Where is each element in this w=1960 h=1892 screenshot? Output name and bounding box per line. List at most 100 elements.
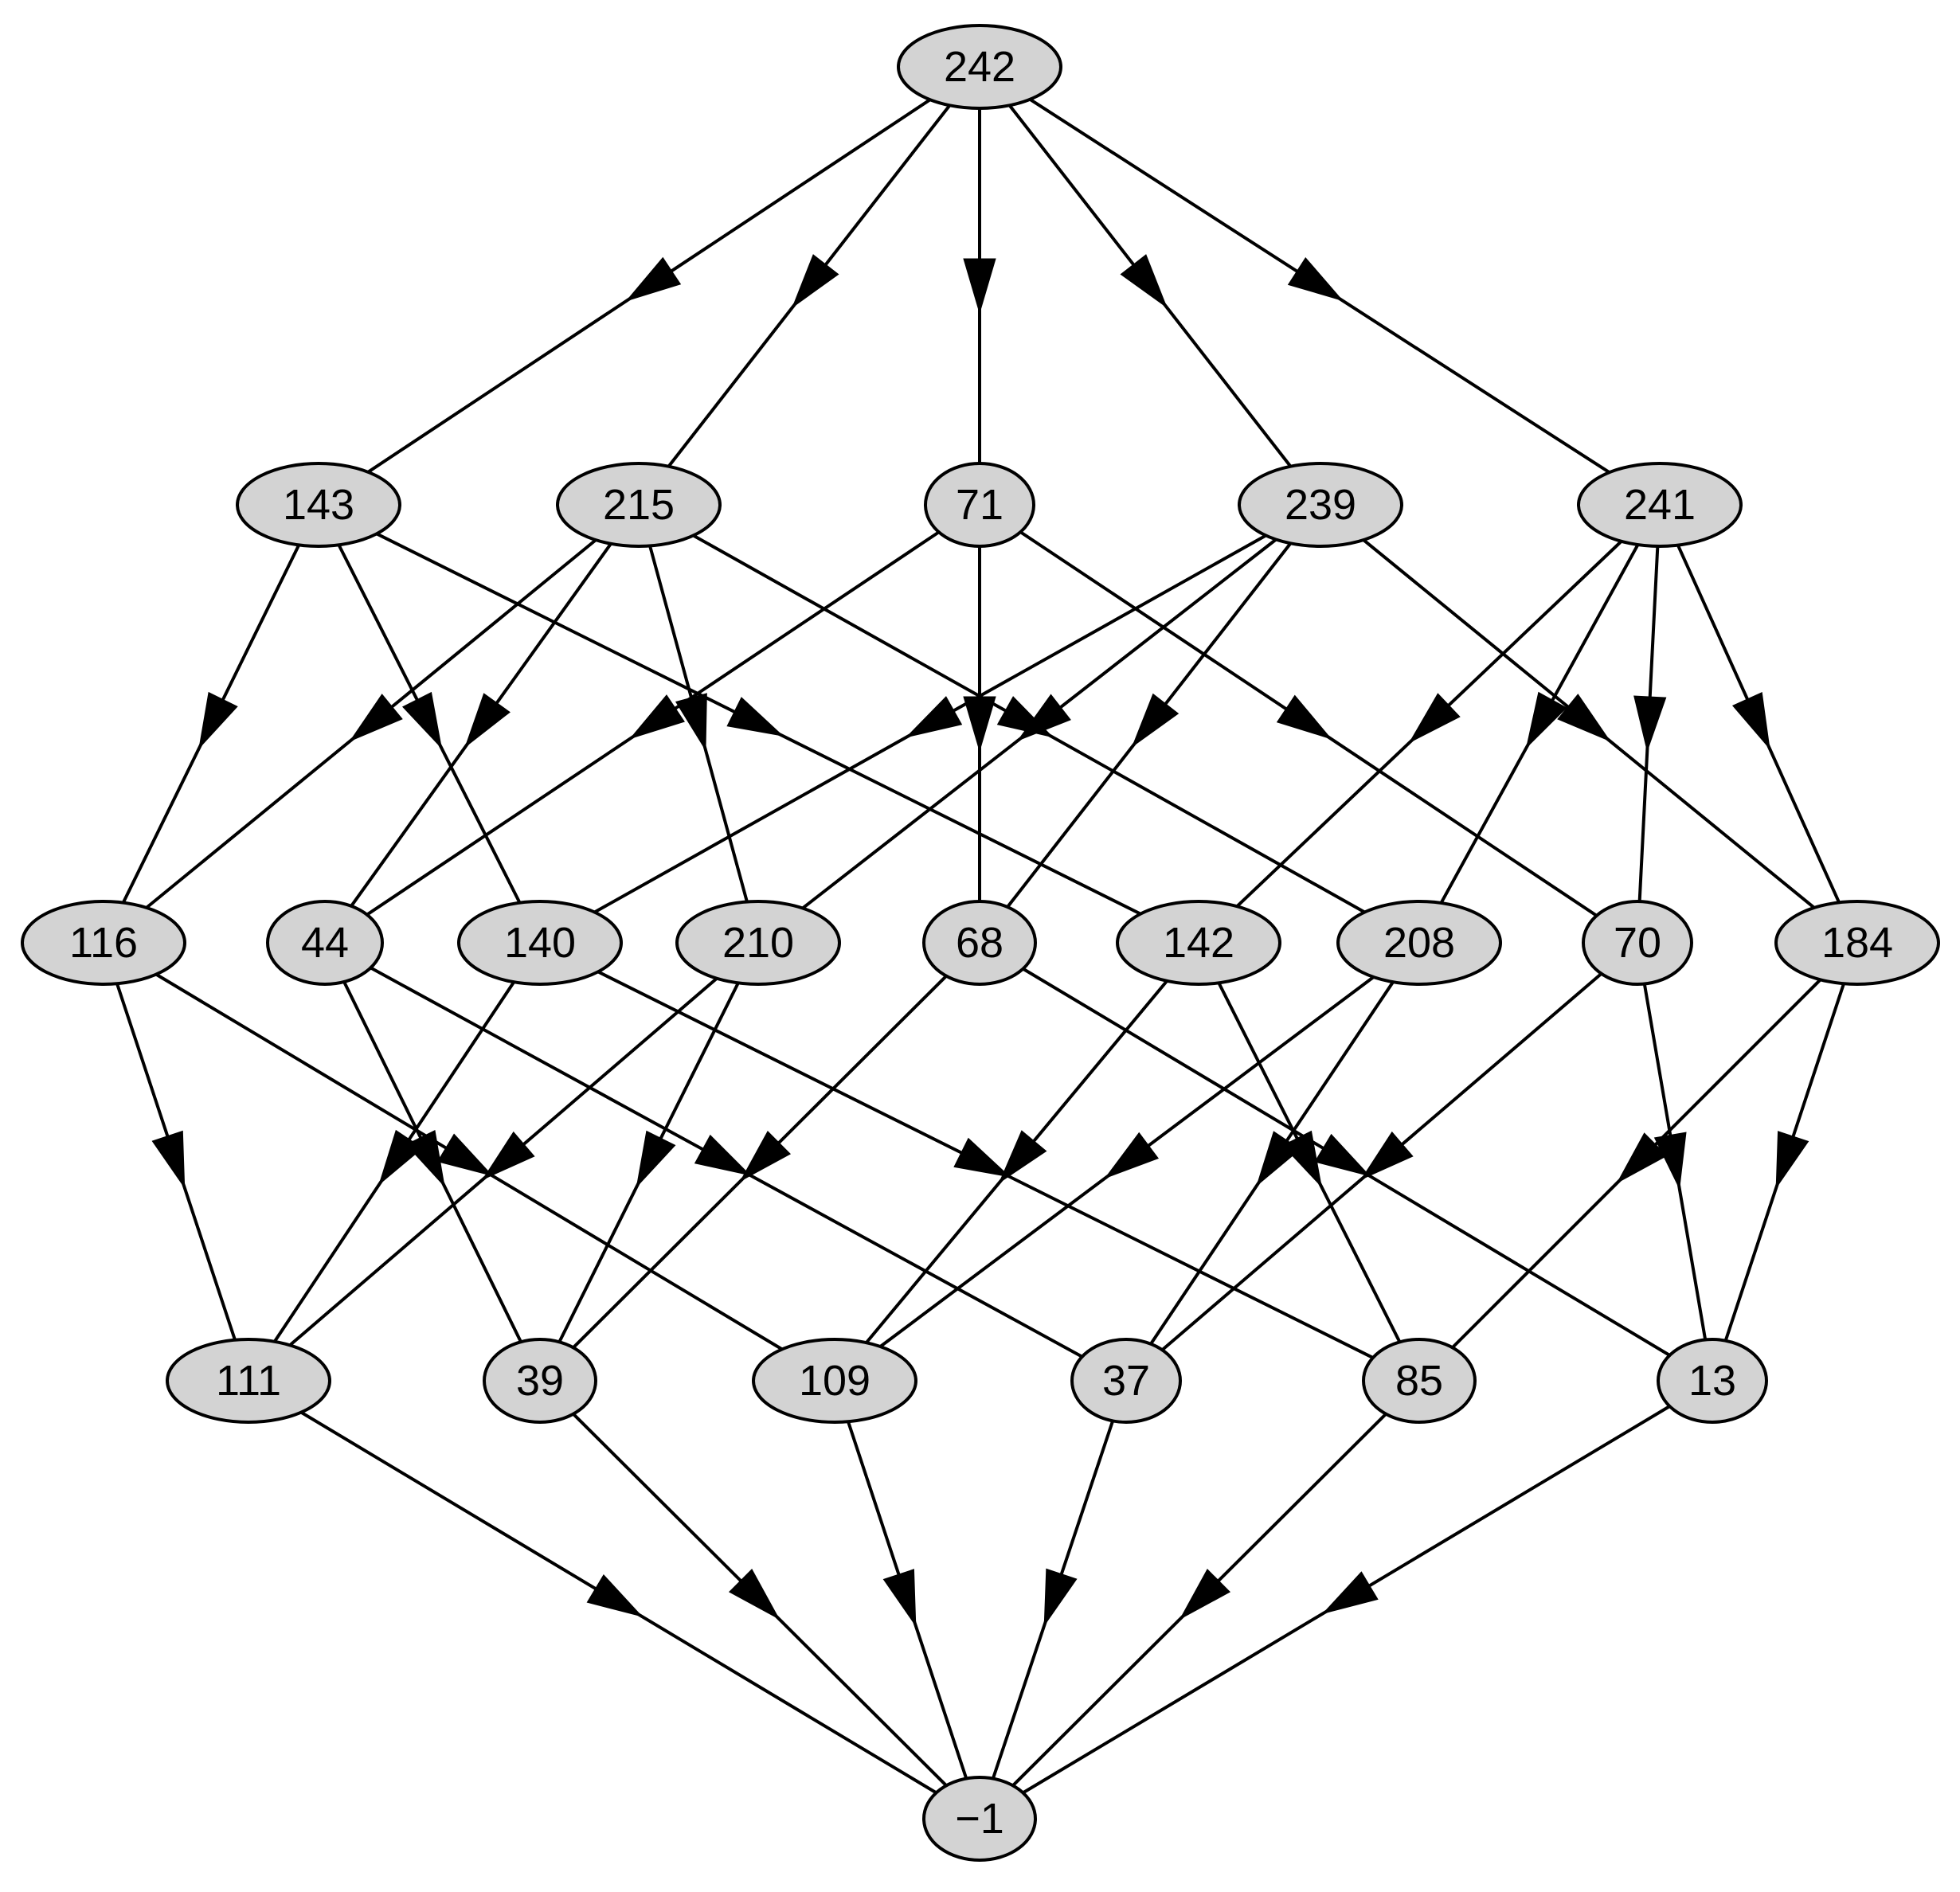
- node-ellipse: [483, 1338, 597, 1424]
- arrowhead: [1359, 1131, 1414, 1181]
- edges-layer: [115, 98, 1845, 1795]
- edge-70-13: [1642, 983, 1708, 1340]
- edge-242-239: [1008, 104, 1292, 467]
- node-label: 210: [722, 919, 794, 967]
- node-label: 215: [603, 481, 675, 529]
- node-ellipse: [1070, 1338, 1182, 1424]
- node-label: 85: [1395, 1357, 1443, 1405]
- arrowhead: [1179, 1569, 1231, 1620]
- edge-215-208: [692, 534, 1366, 914]
- node-ellipse: [166, 1338, 331, 1424]
- node-label: 208: [1383, 919, 1455, 967]
- edge-116-109: [155, 972, 783, 1351]
- node-label: 71: [956, 481, 1003, 529]
- arrowhead: [1287, 256, 1344, 302]
- edge-116-111: [115, 983, 237, 1341]
- node-208: 208: [1336, 900, 1502, 986]
- edge-184-85: [1451, 978, 1822, 1349]
- edge-242-71: [963, 108, 996, 463]
- edge-39-m1: [572, 1413, 948, 1787]
- arrowhead: [405, 1130, 445, 1188]
- edge-71-70: [1019, 530, 1598, 917]
- arrowhead: [792, 254, 839, 309]
- node-ellipse: [675, 900, 841, 986]
- edge-13-m1: [1022, 1405, 1671, 1795]
- node-ellipse: [1582, 900, 1693, 986]
- arrowhead: [998, 1130, 1047, 1184]
- node-label: 116: [69, 919, 138, 967]
- node-ellipse: [1577, 462, 1743, 548]
- node-ellipse: [922, 900, 1037, 986]
- arrowhead: [905, 696, 963, 738]
- arrowhead: [349, 694, 403, 742]
- edge-109-m1: [847, 1421, 968, 1780]
- arrowhead: [1256, 1131, 1301, 1187]
- node-ellipse: [1657, 1338, 1768, 1424]
- arrowhead: [636, 1130, 676, 1188]
- edge-210-111: [288, 977, 718, 1347]
- node-215: 215: [556, 462, 722, 548]
- arrowhead: [1314, 1133, 1371, 1177]
- node-ellipse: [1774, 900, 1940, 986]
- edge-143-140: [337, 544, 522, 904]
- edge-142-109: [865, 979, 1168, 1344]
- node-116: 116: [21, 900, 186, 986]
- node-label: 142: [1163, 919, 1234, 967]
- node-241: 241: [1577, 462, 1743, 548]
- arrowhead: [1276, 694, 1332, 740]
- edge-239-210: [801, 538, 1277, 910]
- edge-242-215: [667, 104, 951, 467]
- arrowhead: [728, 1569, 780, 1620]
- node-242: 242: [897, 24, 1062, 110]
- arrowhead: [1731, 692, 1770, 750]
- node-143: 143: [236, 462, 401, 548]
- node-label: 68: [956, 919, 1003, 967]
- arrowhead: [401, 691, 443, 749]
- arrowhead: [1633, 695, 1667, 752]
- node-ellipse: [1116, 900, 1281, 986]
- node-ellipse: [556, 462, 722, 548]
- node-ellipse: [266, 900, 384, 986]
- edge-70-37: [1160, 972, 1603, 1351]
- edge-140-111: [273, 981, 515, 1343]
- arrowhead: [882, 1569, 917, 1628]
- edge-68-13: [1022, 967, 1671, 1357]
- edge-241-70: [1633, 545, 1667, 902]
- edge-215-44: [350, 542, 612, 907]
- node-m1: −1: [922, 1776, 1037, 1862]
- arrowhead: [1616, 1132, 1668, 1184]
- edge-208-37: [1149, 981, 1395, 1345]
- edge-239-140: [593, 534, 1267, 914]
- node-71: 71: [924, 462, 1035, 548]
- node-label: 109: [799, 1357, 870, 1405]
- arrowhead: [953, 1137, 1011, 1178]
- edge-241-184: [1676, 544, 1841, 904]
- node-39: 39: [483, 1338, 597, 1424]
- edge-85-m1: [1011, 1413, 1387, 1787]
- node-label: −1: [955, 1795, 1004, 1843]
- arrowhead: [436, 1133, 494, 1177]
- node-ellipse: [1238, 462, 1403, 548]
- edge-210-39: [557, 982, 740, 1343]
- node-label: 143: [283, 481, 354, 529]
- node-ellipse: [236, 462, 401, 548]
- node-ellipse: [922, 1776, 1037, 1862]
- arrowhead: [586, 1574, 644, 1617]
- edge-242-241: [1029, 98, 1610, 474]
- edge-143-116: [121, 544, 301, 904]
- arrowhead: [1557, 694, 1611, 742]
- node-13: 13: [1657, 1338, 1768, 1424]
- node-85: 85: [1362, 1338, 1477, 1424]
- arrowhead: [726, 697, 784, 737]
- edge-208-109: [879, 975, 1375, 1348]
- edge-68-39: [572, 975, 948, 1349]
- edge-140-85: [597, 970, 1374, 1359]
- arrowhead: [694, 1134, 752, 1176]
- arrowhead: [629, 694, 685, 740]
- arrowhead: [1120, 254, 1168, 309]
- node-ellipse: [1362, 1338, 1477, 1424]
- arrowhead: [1653, 1132, 1687, 1190]
- arrowhead: [1321, 1571, 1379, 1615]
